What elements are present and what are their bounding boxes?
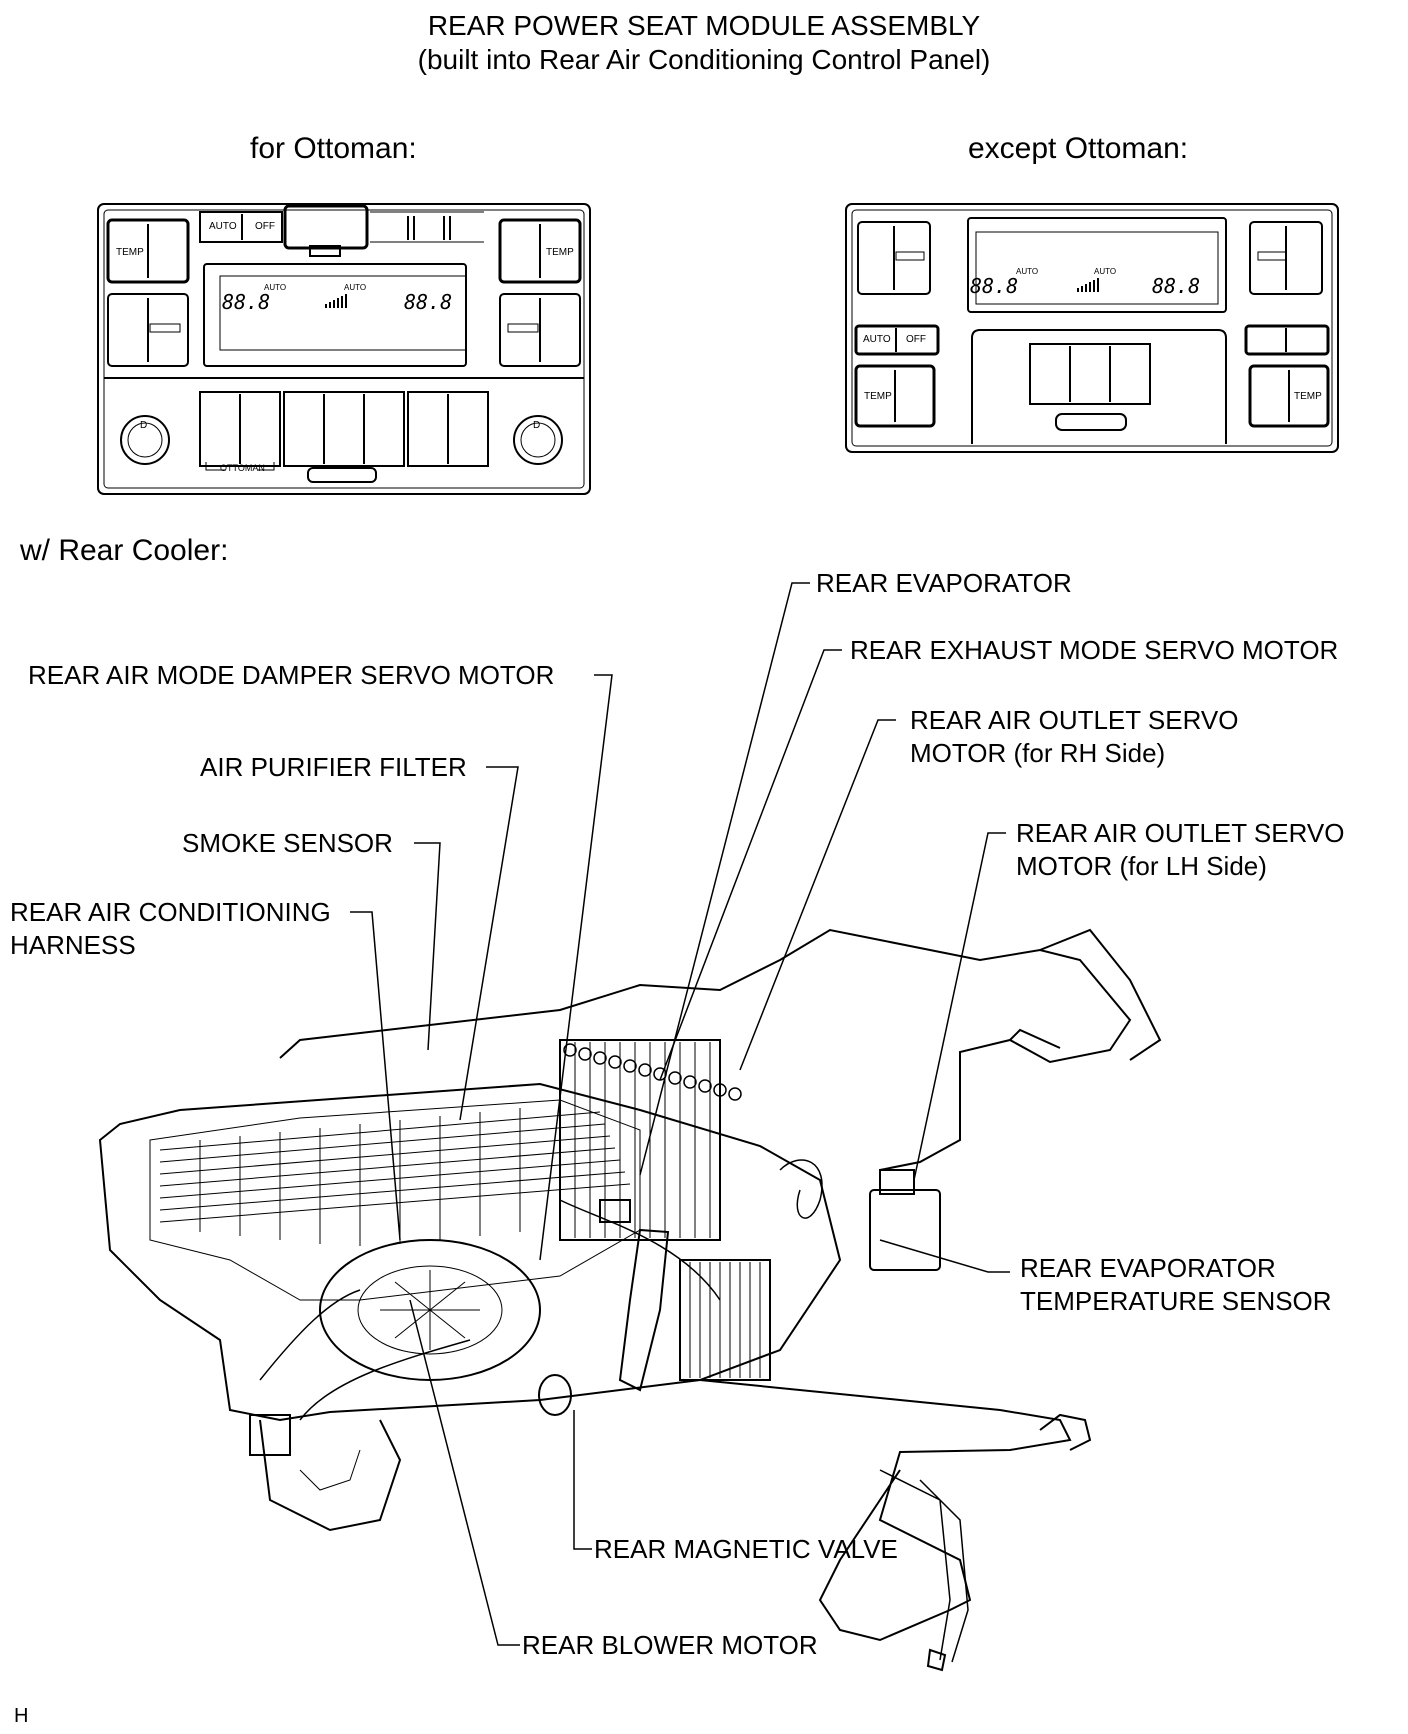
footer-code: H [14,1705,29,1727]
except-temp-left-label: TEMP [864,391,892,402]
rear-cooler-heading: w/ Rear Cooler: [20,534,229,567]
ottoman-heading: for Ottoman: [250,132,417,165]
label-rear-air-conditioning-harness: REAR AIR CONDITIONING HARNESS [10,897,331,960]
except-ottoman-heading: except Ottoman: [968,132,1189,165]
label-rear-air-outlet-servo-lh: REAR AIR OUTLET SERVO MOTOR (for LH Side… [1016,818,1345,881]
ottoman-tag-label: OTTOMAN [220,463,265,473]
ottoman-knob-left-mark: D [140,420,148,431]
except-display-left: 88.8 [970,274,1019,298]
label-rear-evaporator-temperature-sensor: REAR EVAPORATOR TEMPERATURE SENSOR [1020,1253,1332,1316]
ottoman-control-panel [97,203,591,495]
except-auto-small-left: AUTO [1016,267,1039,276]
ottoman-display-left: 88.8 [222,290,271,314]
except-display-right: 88.8 [1152,274,1201,298]
ottoman-knob-right-mark: D [533,420,541,431]
leader-lines [350,582,1010,1646]
except-temp-right-label: TEMP [1294,391,1322,402]
label-rear-magnetic-valve: REAR MAGNETIC VALVE [594,1534,898,1564]
label-rear-exhaust-mode-servo-motor: REAR EXHAUST MODE SERVO MOTOR [850,635,1339,665]
ottoman-off-label: OFF [255,221,275,232]
label-air-purifier-filter: AIR PURIFIER FILTER [200,752,467,782]
label-rear-air-mode-damper-servo-motor: REAR AIR MODE DAMPER SERVO MOTOR [28,660,555,690]
label-rear-blower-motor: REAR BLOWER MOTOR [522,1630,818,1660]
ottoman-auto-small-right: AUTO [344,283,367,292]
label-rear-evaporator: REAR EVAPORATOR [816,568,1072,598]
ottoman-display-right: 88.8 [404,290,453,314]
page-title: REAR POWER SEAT MODULE ASSEMBLY [427,10,981,41]
ottoman-auto-small-left: AUTO [264,283,287,292]
ottoman-auto-label: AUTO [209,221,237,232]
label-rear-air-outlet-servo-rh: REAR AIR OUTLET SERVO MOTOR (for RH Side… [910,705,1239,768]
ottoman-temp-left-label: TEMP [116,247,144,258]
page-subtitle: (built into Rear Air Conditioning Contro… [417,44,991,75]
except-off-label: OFF [906,334,926,345]
rear-cooler-assembly [98,928,1162,1672]
label-smoke-sensor: SMOKE SENSOR [182,828,393,858]
except-auto-label: AUTO [863,334,891,345]
ottoman-temp-right-label: TEMP [546,247,574,258]
except-auto-small-right: AUTO [1094,267,1117,276]
except-ottoman-control-panel [845,203,1339,453]
